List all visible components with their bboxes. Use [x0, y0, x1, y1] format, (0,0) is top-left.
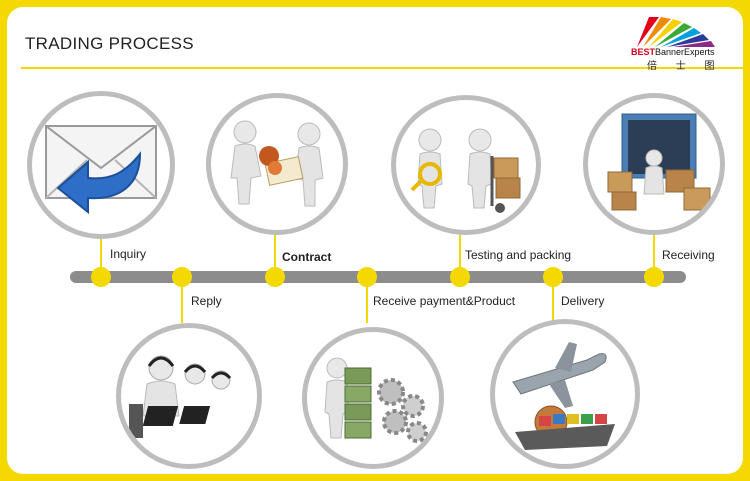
- step-image-receiving: [583, 93, 725, 235]
- call-center-icon: [129, 355, 232, 438]
- logo: [619, 13, 729, 73]
- step-label-testing: Testing and packing: [465, 248, 572, 262]
- container-boxes-icon: [607, 113, 711, 211]
- logo-brand-rest: BannerExperts: [655, 47, 715, 57]
- contract-handshake-icon: [230, 120, 324, 207]
- logo-chinese: 倍 士 图: [647, 61, 723, 72]
- timeline-dot-payment: [357, 267, 377, 287]
- step-image-inquiry: [27, 91, 175, 239]
- timeline-dot-contract: [265, 267, 285, 287]
- logo-text: BESTBannerExperts: [631, 47, 715, 57]
- step-image-contract: [206, 93, 348, 235]
- step-image-testing: [391, 95, 541, 235]
- rainbow-logo-icon: [637, 17, 715, 47]
- stem-reply: [181, 283, 183, 323]
- stem-payment: [366, 283, 368, 323]
- step-label-inquiry: Inquiry: [110, 247, 147, 261]
- money-gears-icon: [324, 357, 428, 443]
- stem-inquiry: [100, 233, 102, 273]
- step-label-reply: Reply: [191, 294, 222, 308]
- timeline-dot-testing: [450, 267, 470, 287]
- step-label-contract: Contract: [282, 250, 332, 264]
- timeline-dot-reply: [172, 267, 192, 287]
- stem-delivery: [552, 283, 554, 323]
- timeline-dot-inquiry: [91, 267, 111, 287]
- page-title: TRADING PROCESS: [25, 34, 194, 53]
- step-label-payment: Receive payment&Product: [373, 294, 516, 308]
- inspection-cart-icon: [410, 128, 521, 213]
- step-image-reply: [116, 323, 262, 469]
- airplane-ship-icon: [512, 342, 615, 450]
- envelope-reply-icon: [45, 125, 157, 215]
- diagram-frame: TRADING PROCESS BESTBannerExperts 倍 士 图 …: [7, 7, 743, 474]
- timeline-dot-receiving: [644, 267, 664, 287]
- stem-testing: [459, 227, 461, 273]
- stem-contract: [274, 233, 276, 273]
- step-image-payment: [302, 327, 444, 469]
- timeline-dot-delivery: [543, 267, 563, 287]
- stem-receiving: [653, 227, 655, 273]
- logo-brand-bold: BEST: [631, 47, 656, 57]
- step-label-delivery: Delivery: [561, 294, 605, 308]
- header-divider: [21, 67, 743, 69]
- timeline-bar: [70, 271, 686, 283]
- step-image-delivery: [490, 319, 640, 469]
- step-label-receiving: Receiving: [662, 248, 715, 262]
